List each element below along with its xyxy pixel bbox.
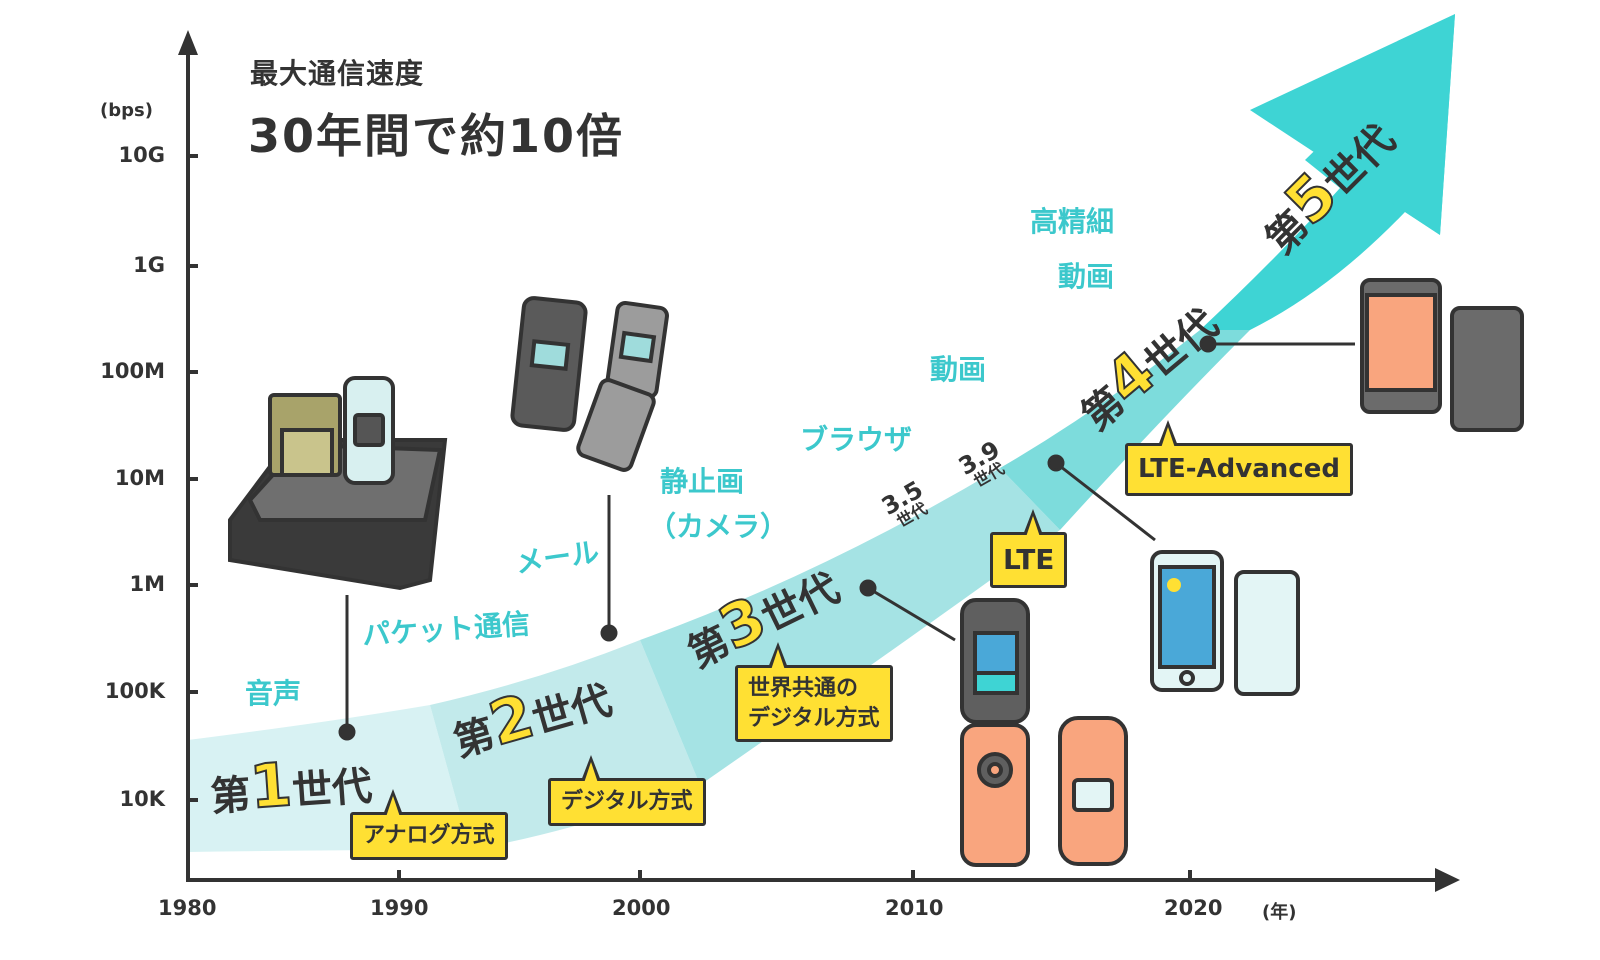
y-tick-100m: 100M bbox=[100, 359, 165, 383]
y-tick-100k: 100K bbox=[104, 679, 165, 703]
chart-title: 30年間で約10倍 bbox=[248, 109, 625, 163]
x-tick-2000: 2000 bbox=[612, 896, 671, 920]
arrow-head bbox=[1250, 14, 1455, 235]
smartphone-3-9g-icon bbox=[1150, 550, 1300, 696]
feature-browser: ブラウザ bbox=[800, 423, 913, 456]
feature-camera: （カメラ） bbox=[648, 510, 789, 543]
callout-analog: アナログ方式 bbox=[350, 789, 508, 860]
y-tick-10k: 10K bbox=[119, 787, 166, 811]
feature-phones-2g-icon bbox=[510, 296, 669, 472]
band-4g bbox=[1000, 330, 1250, 530]
flip-phone-3g-icon bbox=[960, 598, 1128, 867]
x-tick-1990: 1990 bbox=[370, 896, 429, 920]
y-tick-1g: 1G bbox=[133, 253, 165, 277]
x-axis-arrow-icon bbox=[1435, 868, 1460, 892]
smartphone-4g-icon bbox=[1360, 278, 1524, 432]
y-axis-unit: (bps) bbox=[100, 100, 153, 121]
axes bbox=[186, 45, 1440, 882]
feature-still-image: 静止画 bbox=[660, 465, 745, 498]
x-tick-1980: 1980 bbox=[158, 896, 217, 920]
y-tick-10m: 10M bbox=[114, 466, 165, 490]
feature-voice: 音声 bbox=[245, 677, 302, 710]
y-tick-1m: 1M bbox=[129, 572, 165, 596]
y-axis-arrow-icon bbox=[178, 30, 198, 55]
callout-lte-advanced: LTE-Advanced bbox=[1125, 419, 1353, 497]
y-tick-10g: 10G bbox=[118, 143, 165, 167]
feature-video: 動画 bbox=[930, 353, 987, 386]
x-tick-2020: 2020 bbox=[1164, 896, 1223, 920]
feature-hd-line1: 高精細 bbox=[1030, 205, 1115, 238]
gen-1-label: 第1世代 bbox=[209, 749, 374, 824]
chart-subtitle: 最大通信速度 bbox=[250, 57, 425, 90]
callout-global-digital: 世界共通の デジタル方式 bbox=[735, 641, 893, 743]
callout-digital: デジタル方式 bbox=[548, 755, 706, 826]
connectors bbox=[338, 335, 1355, 741]
shoulder-phone-icon bbox=[228, 376, 448, 591]
x-axis-unit: (年) bbox=[1262, 902, 1297, 923]
feature-hd-line2: 動画 bbox=[1058, 260, 1115, 293]
callout-lte: LTE bbox=[990, 509, 1068, 588]
x-tick-2010: 2010 bbox=[885, 896, 944, 920]
